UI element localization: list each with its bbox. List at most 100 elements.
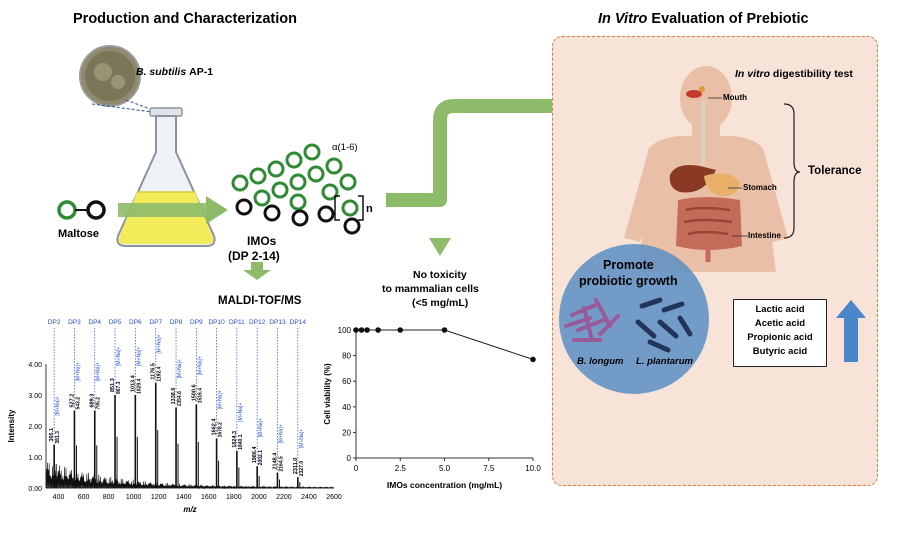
ms-peak-mz2-label: 2327.0 (299, 461, 305, 477)
arrow-to-toxicity-icon (429, 238, 451, 256)
ms-peak-mz-label: 689.3 (90, 394, 96, 408)
toxicity-line-1: No toxicity (413, 269, 467, 281)
ms-peak-mz-label: 1176.5 (151, 363, 157, 380)
ms-peak-mz-label: 1662.4 (212, 418, 218, 436)
promote-line-1: Promote (603, 258, 654, 272)
strain-code: AP-1 (189, 66, 214, 78)
human-body-illustration (624, 66, 801, 272)
cv-x-tick-label: 5.0 (439, 464, 451, 473)
ms-x-tick-label: 1000 (126, 494, 142, 501)
probiotic-circle (559, 244, 709, 394)
increase-arrow-icon (836, 300, 866, 362)
tolerance-bracket-icon (783, 103, 801, 239)
ms-x-tick-label: 1200 (151, 494, 167, 501)
ms-peak-mz2-label: 867.3 (116, 381, 122, 394)
ms-dp-label: DP8 (170, 319, 183, 326)
cv-data-point (375, 327, 381, 333)
arrow-to-imos-icon (118, 196, 228, 224)
ms-peak-mz-label: 1013.4 (130, 374, 136, 392)
right-title: In Vitro Evaluation of Prebiotic (598, 11, 809, 27)
cv-data-point (441, 327, 448, 333)
imos-structure-icon (231, 143, 364, 235)
right-title-italic: In Vitro (598, 11, 648, 27)
ms-peak-mz-label: 2311.0 (293, 458, 299, 475)
ms-x-tick-label: 1800 (226, 494, 242, 501)
ms-x-tick-label: 2200 (276, 494, 292, 501)
ms-x-tick-label: 2000 (251, 494, 267, 501)
organ-leader-lines (708, 97, 748, 237)
b-longum-bacteria-icon (564, 298, 620, 342)
ms-peak-mz-label: 1338.6 (171, 388, 177, 405)
ms-ion-label-na: [M+Na]+ (258, 418, 264, 437)
intestine-label: Intestine (748, 231, 781, 240)
ms-y-tick-label: 1.00 (28, 455, 42, 462)
cv-data-point (397, 327, 404, 333)
ms-x-tick-label: 2400 (301, 494, 317, 501)
acid-lactic: Lactic acid (755, 304, 805, 315)
ms-dp-label: DP11 (229, 319, 245, 326)
ms-ion-label-na: [M+Na]+ (116, 347, 122, 366)
ms-y-tick-label: 3.00 (28, 393, 42, 400)
cv-y-axis-label: Cell viability (%) (323, 363, 332, 425)
ms-ion-label-na: [M+Na]+ (75, 362, 81, 381)
toxicity-line-3: (<5 mg/mL) (412, 297, 469, 309)
ms-x-tick-label: 400 (53, 494, 65, 501)
digest-rest: digestibility test (770, 68, 853, 80)
scfa-box: Lactic acid Acetic acid Propionic acid B… (733, 299, 827, 367)
cv-y-tick-label: 100 (338, 326, 352, 335)
ms-peak-mz-label: 1986.4 (252, 446, 258, 464)
digestive-tract-icon (669, 86, 742, 262)
acid-propionic: Propionic acid (747, 332, 813, 343)
cv-y-tick-label: 40 (342, 403, 351, 412)
ms-peak-mz2-label: 1678.2 (218, 422, 224, 438)
digest-italic: In vitro (735, 68, 771, 80)
cv-series-line (356, 329, 534, 360)
cv-data-point (358, 327, 365, 333)
ms-x-axis-label: m/z (183, 505, 196, 514)
tolerance-label: Tolerance (808, 165, 862, 177)
cv-x-tick-label: 2.5 (395, 464, 407, 473)
mouth-label: Mouth (723, 93, 747, 102)
cv-data-point (353, 327, 359, 333)
ms-peak-mz2-label: 543.2 (75, 397, 81, 410)
ms-ion-label-na: [M+Na]+ (136, 347, 142, 366)
cv-y-tick-label: 20 (342, 428, 351, 437)
production-illustration (57, 45, 364, 280)
acid-butyric: Butyric acid (752, 346, 808, 357)
ms-peak-mz-label: 365.1 (49, 428, 55, 442)
ms-peak-mz-label: 527.2 (69, 394, 75, 408)
cv-data-point (364, 327, 370, 333)
ms-dp-label: DP12 (249, 319, 266, 326)
acid-acetic: Acetic acid (754, 318, 806, 329)
cv-x-tick-label: 10.0 (525, 464, 541, 473)
ms-ion-label-na: [M+Na]+ (278, 424, 284, 443)
maldi-label: MALDI-TOF/MS (218, 295, 302, 307)
cv-y-tick-label: 80 (342, 352, 351, 361)
cv-x-tick-label: 0 (354, 464, 359, 473)
cv-x-axis-label: IMOs concentration (mg/mL) (387, 480, 502, 490)
imos-label: IMOs (247, 234, 277, 248)
ms-dp-label: DP6 (129, 319, 142, 326)
repeat-n-label: n (366, 203, 373, 215)
cv-data-point (530, 356, 536, 363)
right-title-rest: Evaluation of Prebiotic (647, 11, 809, 27)
maltose-label: Maltose (58, 228, 99, 240)
ms-dp-label: DP3 (68, 319, 81, 326)
ms-peak-mz2-label: 1029.4 (136, 378, 142, 394)
ms-peak-mz-label: 1500.6 (191, 384, 197, 401)
ms-dp-label: DP5 (109, 319, 122, 326)
ms-dp-label: DP2 (48, 319, 61, 326)
petri-dish-icon (79, 45, 141, 107)
ms-ion-label-na: [M+Na]+ (157, 334, 163, 353)
dp-range-label: (DP 2-14) (228, 249, 280, 263)
ms-ion-label-na: [M+Na]+ (96, 362, 102, 381)
ms-y-tick-label: 0.00 (28, 486, 42, 493)
ms-baseline-noise (45, 462, 334, 490)
ms-dp-label: DP7 (149, 319, 162, 326)
ms-peak-mz2-label: 705.2 (96, 397, 102, 410)
arrow-to-maldi-icon (243, 262, 271, 280)
ms-ion-label-na: [M+Na]+ (177, 359, 183, 378)
ms-ion-label-na: [M+Na]+ (218, 390, 224, 409)
